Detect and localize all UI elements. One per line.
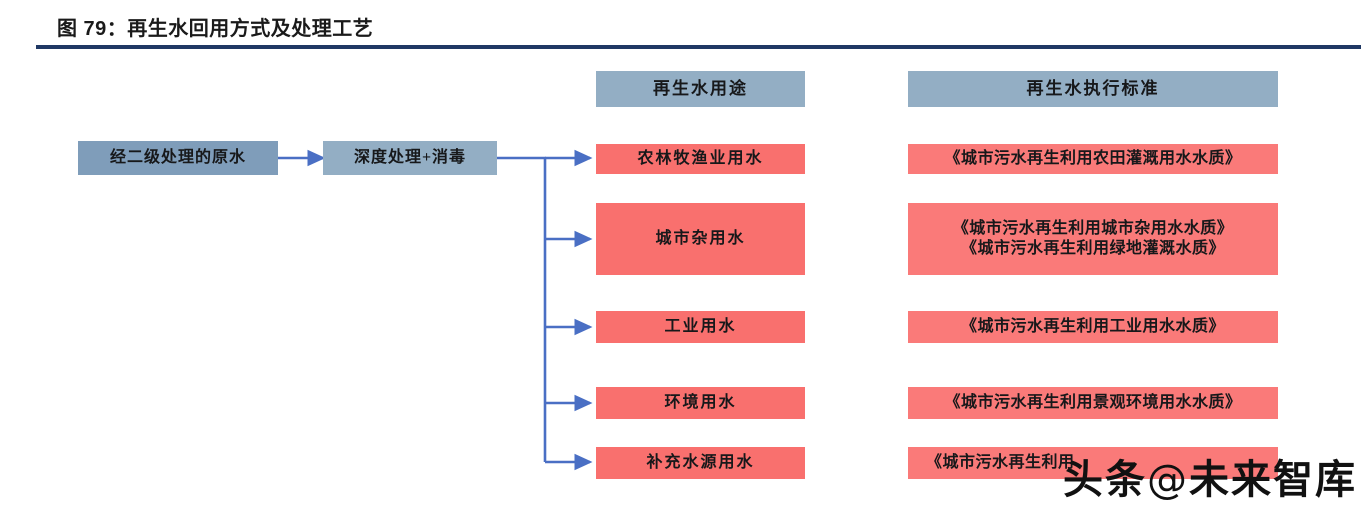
header-recycled-water-uses: 再生水用途	[596, 71, 805, 107]
use-box-municipal[interactable]: 城市杂用水	[596, 203, 805, 275]
watermark-prefix: 头条	[1063, 457, 1147, 503]
standard-box-municipal[interactable]: 《城市污水再生利用城市杂用水水质》 《城市污水再生利用绿地灌溉水质》	[908, 203, 1278, 275]
standard-box-replenishment[interactable]: 《城市污水再生利用	[908, 447, 1278, 479]
use-box-agriculture[interactable]: 农林牧渔业用水	[596, 144, 805, 174]
standard-line-1: 《城市污水再生利用景观环境用水水质》	[944, 393, 1242, 411]
use-box-environment[interactable]: 环境用水	[596, 387, 805, 419]
standard-line-2: 《城市污水再生利用绿地灌溉水质》	[960, 240, 1225, 257]
watermark: 头条@未来智库	[1063, 447, 1357, 505]
watermark-name: 未来智库	[1189, 457, 1357, 503]
header-recycled-water-standards: 再生水执行标准	[908, 71, 1278, 107]
standard-box-industrial[interactable]: 《城市污水再生利用工业用水水质》	[908, 311, 1278, 343]
standard-line-1: 《城市污水再生利用	[926, 453, 1075, 471]
node-raw-water[interactable]: 经二级处理的原水	[78, 141, 278, 175]
title-divider	[36, 45, 1361, 49]
standard-box-environment[interactable]: 《城市污水再生利用景观环境用水水质》	[908, 387, 1278, 419]
use-box-replenishment[interactable]: 补充水源用水	[596, 447, 805, 479]
watermark-at: @	[1147, 457, 1189, 503]
standard-line-1: 《城市污水再生利用工业用水水质》	[960, 317, 1225, 335]
standard-box-agriculture[interactable]: 《城市污水再生利用农田灌溉用水水质》	[908, 144, 1278, 174]
node-advanced-treatment[interactable]: 深度处理+消毒	[323, 141, 497, 175]
page-title: 图 79：再生水回用方式及处理工艺	[57, 18, 374, 40]
standard-line-1: 《城市污水再生利用城市杂用水水质》	[952, 219, 1234, 237]
standard-line-1: 《城市污水再生利用农田灌溉用水水质》	[944, 149, 1242, 167]
use-box-industrial[interactable]: 工业用水	[596, 311, 805, 343]
